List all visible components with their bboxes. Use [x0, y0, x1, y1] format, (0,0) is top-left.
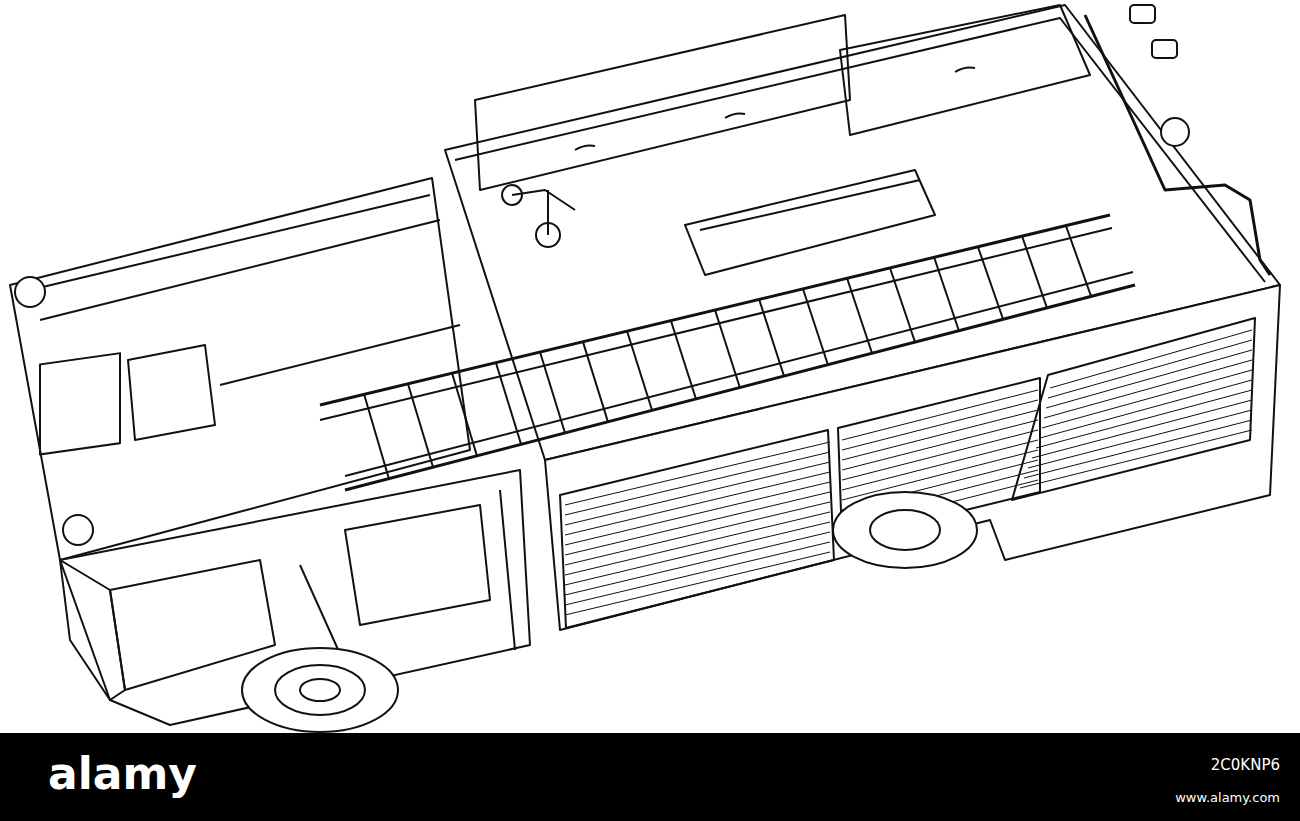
watermark-url: www.alamy.com [1175, 790, 1280, 805]
watermark-logo: alamy [48, 748, 197, 799]
image-id: 2C0KNP6 [1211, 756, 1280, 774]
